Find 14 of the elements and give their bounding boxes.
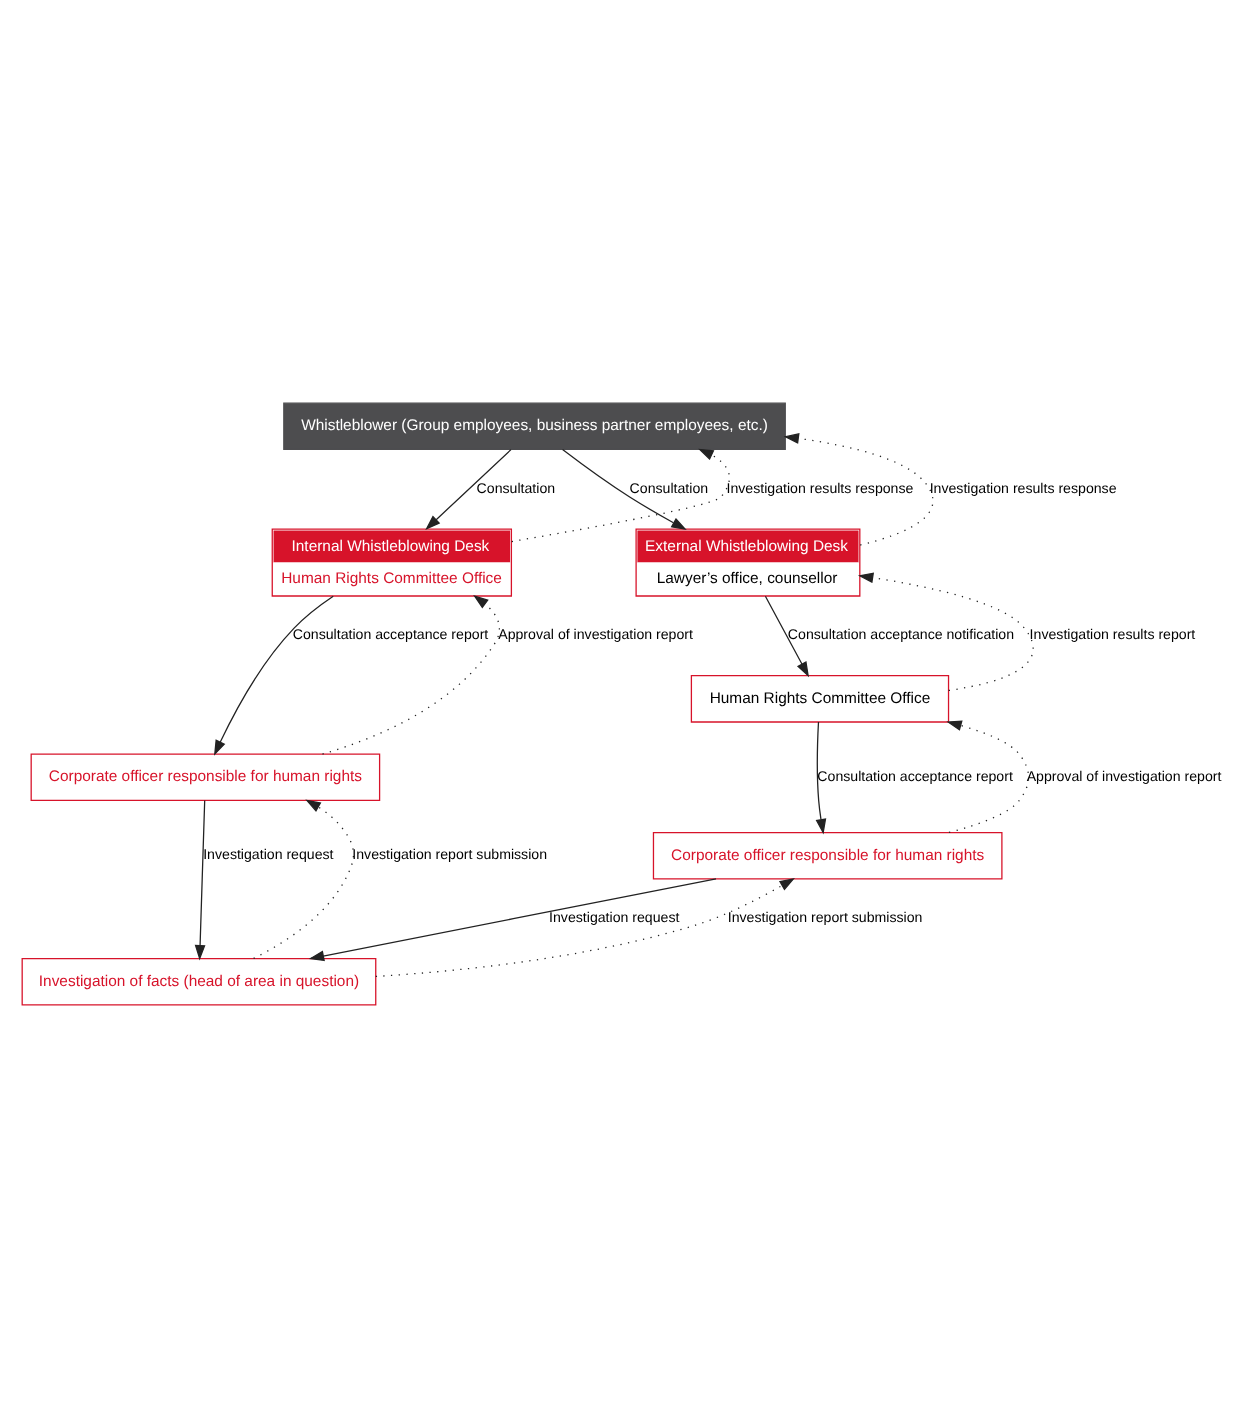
- arrow: [321, 595, 501, 755]
- arrow: [815, 721, 827, 835]
- arrow: [252, 799, 355, 960]
- arrow: [946, 720, 1030, 834]
- arrow: [213, 595, 334, 756]
- arrow: [764, 595, 810, 678]
- arrow: [561, 448, 687, 531]
- arrow: [375, 877, 795, 978]
- arrow: [857, 572, 1034, 692]
- arrow: [194, 799, 206, 961]
- arrow: [511, 448, 730, 543]
- arrow: [425, 449, 512, 530]
- arrow: [308, 878, 717, 962]
- arrow: [783, 433, 934, 546]
